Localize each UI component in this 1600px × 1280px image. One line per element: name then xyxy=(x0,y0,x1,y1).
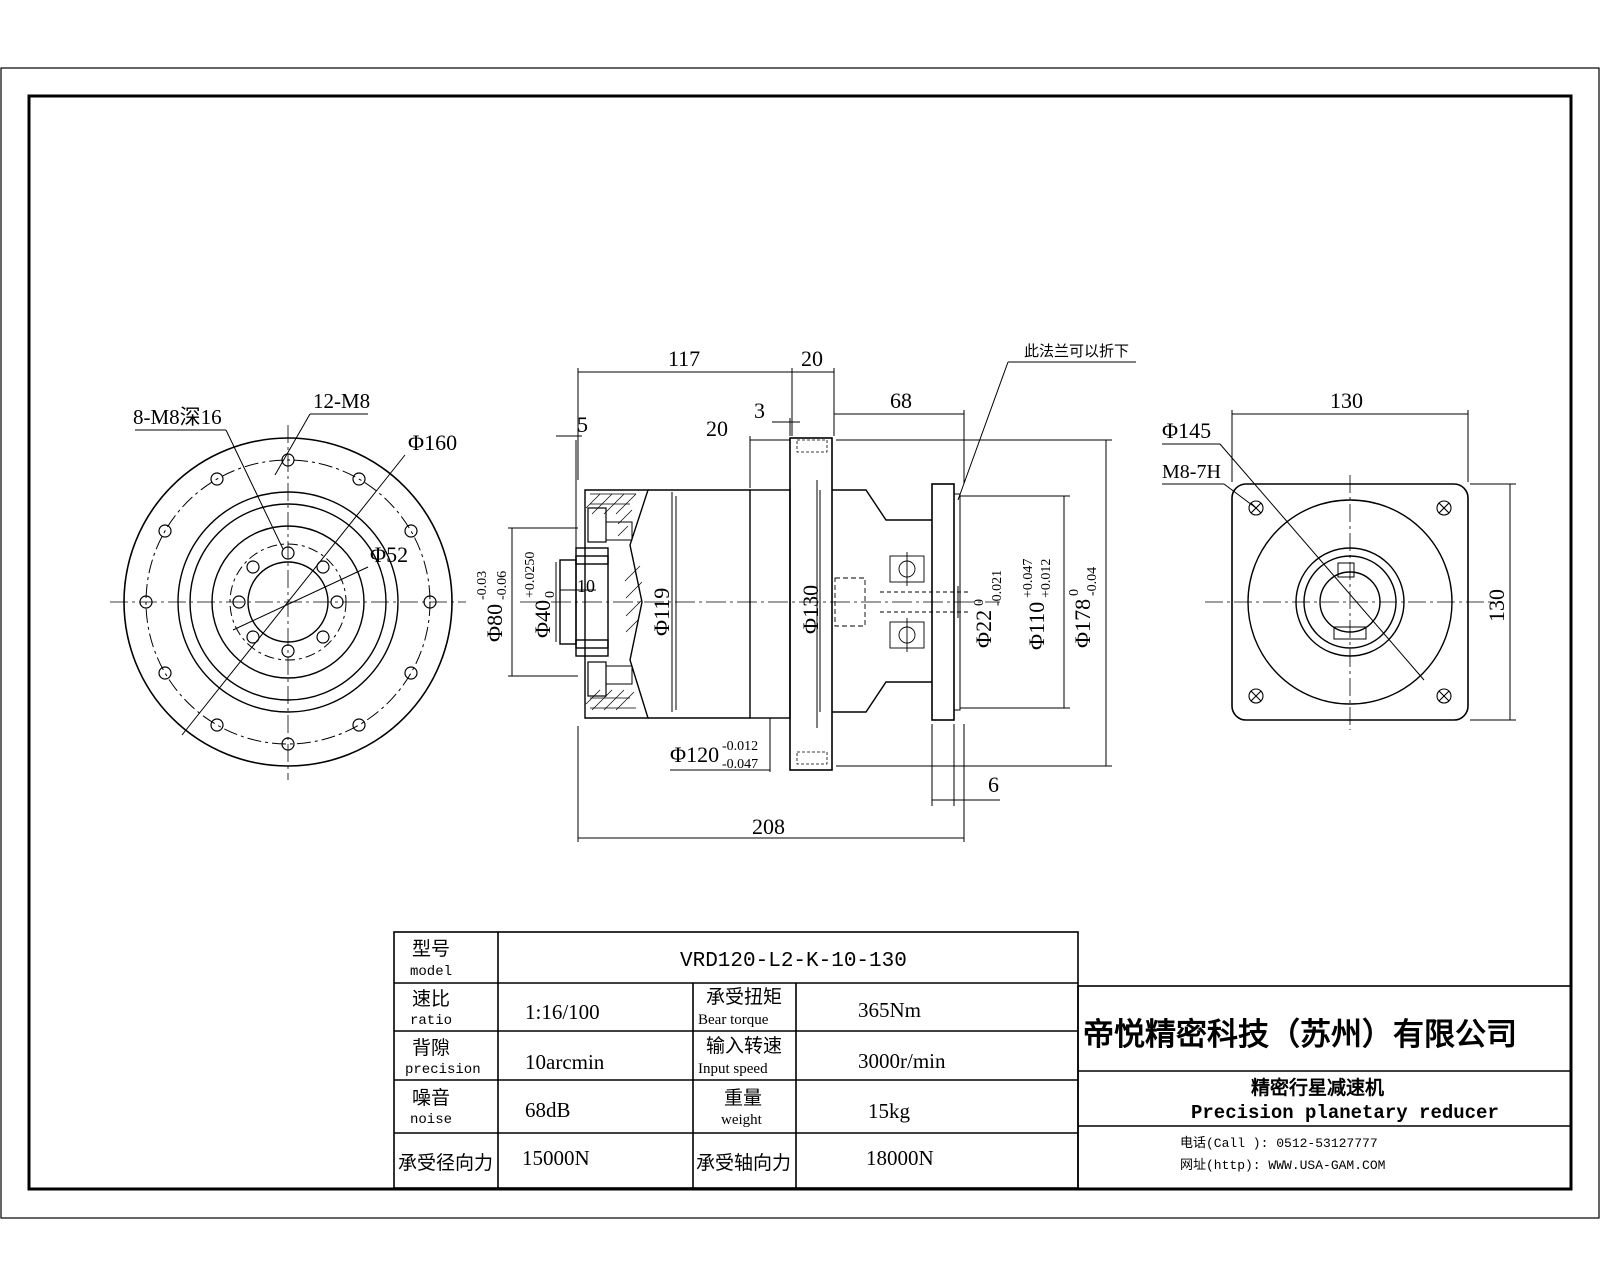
model-en: model xyxy=(410,964,452,980)
right-dim-130-h: 130 xyxy=(1330,388,1363,413)
outer-bolt-holes xyxy=(139,453,437,751)
title-block xyxy=(1077,985,1572,1190)
company-name: 帝悦精密科技（苏州）有限公司 xyxy=(1083,1017,1517,1053)
noise-cn: 噪音 xyxy=(412,1087,450,1109)
svg-text:Φ120: Φ120 xyxy=(670,742,719,767)
body-housing xyxy=(749,489,791,719)
dim-5: 5 xyxy=(577,412,588,437)
output-flange xyxy=(584,489,649,719)
dim-6: 6 xyxy=(988,772,999,797)
svg-text:-0.047: -0.047 xyxy=(722,757,758,772)
noise-en: noise xyxy=(410,1112,452,1128)
speed-en: Input speed xyxy=(698,1061,768,1077)
ratio-en: ratio xyxy=(410,1013,452,1029)
corner-holes xyxy=(1248,500,1452,704)
label-thread: 12-M8 xyxy=(313,389,370,413)
label-m8-7h: M8-7H xyxy=(1162,461,1221,483)
svg-text:Φ119: Φ119 xyxy=(649,588,674,636)
svg-text:Φ40: Φ40 xyxy=(530,600,555,638)
model-value: VRD120-L2-K-10-130 xyxy=(680,950,907,973)
svg-text:Φ178: Φ178 xyxy=(1070,599,1095,648)
label-pcd: Φ160 xyxy=(408,430,457,455)
weight-cn: 重量 xyxy=(724,1087,762,1109)
label-bore: Φ52 xyxy=(370,542,408,567)
svg-text:Φ130: Φ130 xyxy=(798,585,823,634)
svg-text:-0.021: -0.021 xyxy=(990,570,1005,606)
dim-117: 117 xyxy=(668,346,700,371)
left-front-view xyxy=(110,413,466,780)
svg-text:Φ80: Φ80 xyxy=(482,604,507,642)
phi120-dimension: Φ120 -0.012 -0.047 xyxy=(670,739,758,772)
svg-text:0: 0 xyxy=(1067,589,1082,596)
outer-frame xyxy=(0,67,1600,1219)
middle-flange xyxy=(789,437,833,771)
dim-20-top: 20 xyxy=(801,346,823,371)
product-name-cn: 精密行星减速机 xyxy=(1251,1076,1384,1099)
phi22-dimension: Φ22 0 -0.021 xyxy=(971,570,1005,648)
ratio-cn: 速比 xyxy=(412,988,450,1010)
dim-20-mid: 20 xyxy=(706,416,728,441)
phi110-dimension: Φ110 +0.047 +0.012 xyxy=(1021,559,1054,650)
right-dim-130-v: 130 xyxy=(1484,589,1509,622)
phi40-dimension: Φ40 +0.0250 0 xyxy=(523,552,558,638)
dim-10: 10 xyxy=(577,576,595,596)
radial-value: 15000N xyxy=(522,1146,590,1170)
radial-cn: 承受径向力 xyxy=(398,1152,493,1174)
svg-text:0: 0 xyxy=(972,599,987,606)
torque-en: Bear torque xyxy=(698,1012,769,1028)
contact-website: 网址(http): WWW.USA-GAM.COM xyxy=(1180,1158,1385,1173)
svg-text:+0.047: +0.047 xyxy=(1021,559,1036,598)
label-holes: 8-M8深16 xyxy=(133,405,222,429)
side-view xyxy=(508,361,1136,842)
precision-value: 10arcmin xyxy=(525,1050,605,1074)
precision-cn: 背隙 xyxy=(412,1037,450,1059)
product-name-en: Precision planetary reducer xyxy=(1191,1102,1499,1124)
model-cn: 型号 xyxy=(412,938,450,960)
inner-frame xyxy=(27,94,1573,1191)
speed-cn: 输入转速 xyxy=(706,1035,782,1057)
weight-value: 15kg xyxy=(868,1099,911,1123)
flange-note: 此法兰可以折下 xyxy=(1024,342,1129,360)
svg-text:0: 0 xyxy=(543,591,558,598)
phi130-dimension: Φ130 xyxy=(798,585,823,634)
noise-value: 68dB xyxy=(525,1098,571,1122)
svg-text:-0.03: -0.03 xyxy=(475,571,490,600)
svg-text:+0.012: +0.012 xyxy=(1039,559,1054,598)
axial-cn: 承受轴向力 xyxy=(696,1152,791,1174)
svg-text:-0.012: -0.012 xyxy=(722,739,758,754)
svg-text:Φ22: Φ22 xyxy=(971,610,996,648)
svg-text:+0.0250: +0.0250 xyxy=(523,552,538,598)
axial-value: 18000N xyxy=(866,1146,934,1170)
svg-text:Φ110: Φ110 xyxy=(1024,602,1049,650)
dim-208: 208 xyxy=(752,814,785,839)
dim-3: 3 xyxy=(754,398,765,423)
ratio-value: 1:16/100 xyxy=(525,1000,600,1024)
phi80-dimension: Φ80 -0.03 -0.06 xyxy=(475,571,510,642)
svg-text:-0.06: -0.06 xyxy=(495,571,510,600)
torque-cn: 承受扭矩 xyxy=(706,986,782,1008)
right-end-view xyxy=(1162,410,1516,730)
label-phi145: Φ145 xyxy=(1162,418,1211,443)
phi178-dimension: Φ178 0 -0.04 xyxy=(1067,567,1100,648)
phi119-dimension: Φ119 xyxy=(649,588,674,636)
dim-68: 68 xyxy=(890,388,912,413)
precision-en: precision xyxy=(405,1062,481,1078)
torque-value: 365Nm xyxy=(858,998,921,1022)
weight-en: weight xyxy=(721,1112,763,1128)
svg-text:-0.04: -0.04 xyxy=(1085,567,1100,596)
spec-table-text: 型号 model VRD120-L2-K-10-130 速比 ratio 1:1… xyxy=(398,938,946,1174)
speed-value: 3000r/min xyxy=(858,1049,946,1073)
svg-text:130: 130 xyxy=(1484,589,1509,622)
contact-phone: 电话(Call ): 0512-53127777 xyxy=(1180,1136,1378,1151)
